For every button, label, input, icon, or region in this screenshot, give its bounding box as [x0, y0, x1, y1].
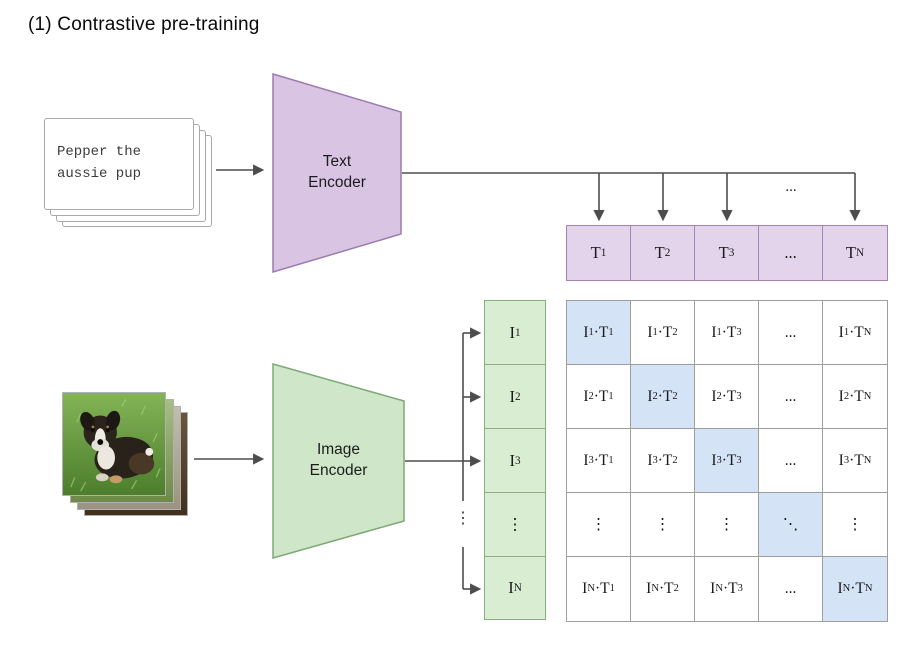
trunk-ellipsis: ⋮	[455, 510, 471, 527]
puppy-photo	[62, 392, 166, 496]
image-encoder: Image Encoder	[272, 363, 405, 559]
matrix-cell-3-2: ⋮	[695, 493, 759, 557]
text-input-card: Pepper the aussie pup	[44, 118, 194, 210]
figure-title: (1) Contrastive pre-training	[28, 14, 260, 35]
matrix-cell-3-1: ⋮	[631, 493, 695, 557]
text-input-stack: Pepper the aussie pup	[44, 118, 212, 227]
text-encoder-label: Text Encoder	[308, 153, 366, 191]
text-embedding-dots: ...	[759, 226, 823, 280]
text-encoder: Text Encoder	[272, 72, 402, 274]
text-encoder-shape	[272, 72, 402, 274]
matrix-cell-1-3: ...	[759, 365, 823, 429]
puppy-illustration	[63, 393, 165, 495]
image-encoder-label: Image Encoder	[309, 441, 368, 479]
matrix-cell-0-3: ...	[759, 301, 823, 365]
matrix-cell-3-4: ⋮	[823, 493, 887, 557]
matrix-cell-3-0: ⋮	[567, 493, 631, 557]
ellipsis-label: ...	[785, 179, 797, 195]
text-input-caption: Pepper the aussie pup	[57, 144, 142, 182]
matrix-cell-2-3: ...	[759, 429, 823, 493]
image-embedding-dots: ⋮	[485, 493, 545, 557]
image-input-stack	[62, 392, 188, 516]
matrix-cell-4-3: ...	[759, 557, 823, 621]
image-encoder-shape	[272, 363, 405, 559]
matrix-cell-3-3: ⋱	[759, 493, 823, 557]
